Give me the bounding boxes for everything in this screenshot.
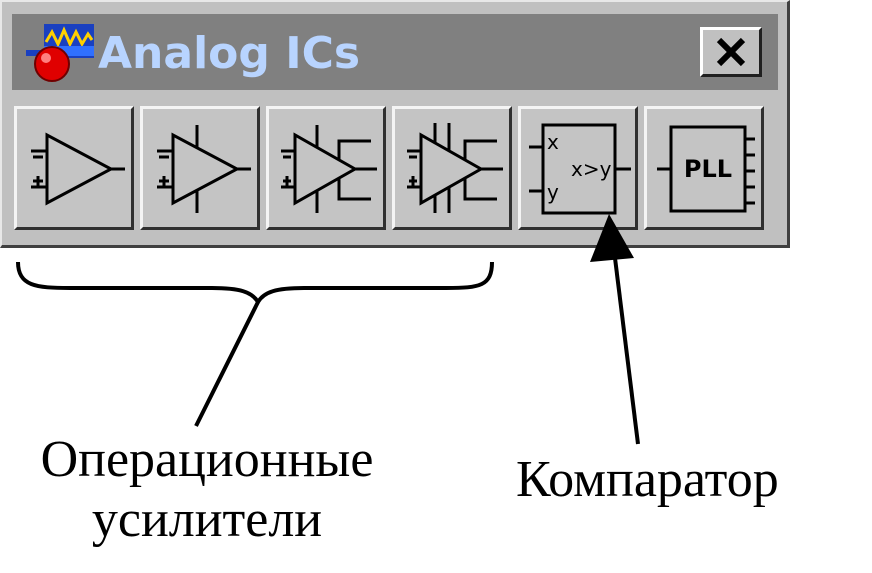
close-icon [716, 37, 746, 67]
comparator-arrow-line [612, 249, 640, 445]
comparator-button[interactable]: x x>y y [518, 106, 638, 230]
op-amp-button[interactable] [14, 106, 134, 230]
close-button[interactable] [700, 27, 762, 77]
window-title: Analog ICs [98, 28, 361, 79]
comparator-arrowhead [590, 214, 634, 262]
pll-button[interactable]: PLL [644, 106, 764, 230]
opamps-leader-line [194, 301, 260, 427]
comparator-y-label: y [547, 180, 559, 204]
title-bar[interactable]: Analog ICs [12, 14, 778, 90]
opamps-brace [16, 261, 494, 306]
component-toolbar: x x>y y PLL [14, 106, 766, 230]
op-amp-icon [31, 132, 125, 206]
comparator-label: Компаратор [516, 451, 779, 508]
analog-ics-palette: Analog ICs [0, 0, 790, 248]
op-amp-offset-icon [281, 125, 377, 213]
op-amp-full-icon [407, 123, 503, 213]
op-amp-power-button[interactable] [140, 106, 260, 230]
op-amp-power-icon [157, 125, 251, 213]
comparator-x-label: x [547, 130, 559, 154]
pll-icon: PLL [657, 125, 755, 213]
op-amp-offset-button[interactable] [266, 106, 386, 230]
pll-label: PLL [684, 155, 732, 183]
op-amp-full-button[interactable] [392, 106, 512, 230]
comparator-icon: x x>y y [529, 123, 631, 215]
opamps-label-line1: Операционные [40, 431, 374, 488]
comparator-xy-label: x>y [571, 157, 612, 181]
opamps-label: Операционные усилители [0, 430, 414, 550]
analog-ics-app-icon [26, 24, 94, 82]
opamps-label-line2: усилители [91, 491, 323, 548]
